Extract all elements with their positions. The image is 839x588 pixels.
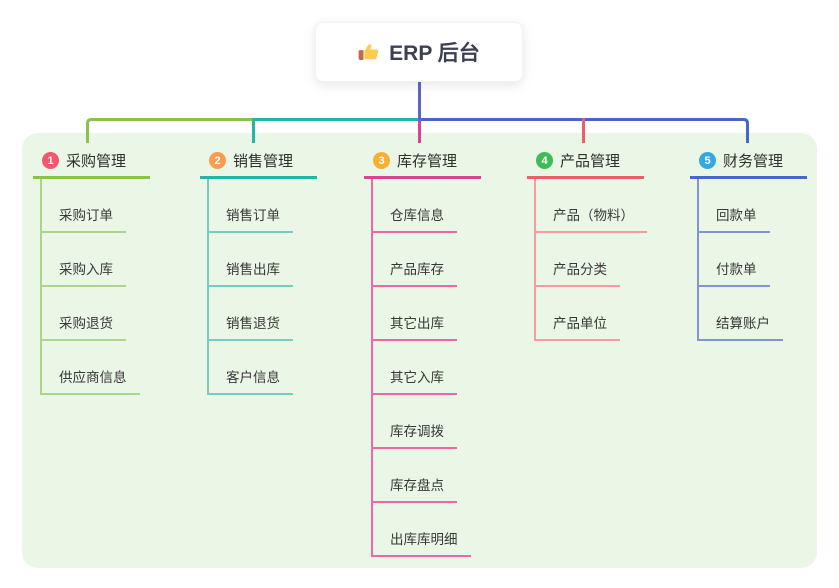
branch-header[interactable]: 1 采购管理 bbox=[33, 148, 151, 179]
child-node[interactable]: 供应商信息 bbox=[42, 341, 140, 395]
branch-2: 2 销售管理销售订单销售出库销售退货客户信息 bbox=[200, 148, 318, 395]
root-label: ERP 后台 bbox=[389, 42, 480, 65]
child-node[interactable]: 采购入库 bbox=[42, 233, 126, 287]
child-node[interactable]: 仓库信息 bbox=[373, 179, 457, 233]
child-node[interactable]: 采购订单 bbox=[42, 179, 126, 233]
branch-number-badge: 1 bbox=[42, 152, 59, 169]
branch-number-badge: 4 bbox=[536, 152, 553, 169]
child-node[interactable]: 出库库明细 bbox=[373, 503, 471, 557]
branch-number-badge: 3 bbox=[373, 152, 390, 169]
branch-1: 1 采购管理采购订单采购入库采购退货供应商信息 bbox=[33, 148, 151, 395]
branch-children: 回款单付款单结算账户 bbox=[697, 179, 783, 341]
mindmap-panel bbox=[22, 133, 817, 568]
child-node[interactable]: 客户信息 bbox=[209, 341, 293, 395]
child-node[interactable]: 产品单位 bbox=[536, 287, 620, 341]
branch-header[interactable]: 3 库存管理 bbox=[364, 148, 482, 179]
child-node[interactable]: 付款单 bbox=[699, 233, 770, 287]
child-node[interactable]: 库存盘点 bbox=[373, 449, 457, 503]
child-node[interactable]: 结算账户 bbox=[699, 287, 783, 341]
child-node[interactable]: 其它出库 bbox=[373, 287, 457, 341]
branch-header[interactable]: 2 销售管理 bbox=[200, 148, 318, 179]
branch-label: 采购管理 bbox=[66, 153, 127, 170]
branch-header[interactable]: 4 产品管理 bbox=[527, 148, 645, 179]
child-node[interactable]: 销售订单 bbox=[209, 179, 293, 233]
branch-children: 采购订单采购入库采购退货供应商信息 bbox=[40, 179, 140, 395]
child-node[interactable]: 产品（物料） bbox=[536, 179, 647, 233]
child-node[interactable]: 销售出库 bbox=[209, 233, 293, 287]
branch-label: 产品管理 bbox=[560, 153, 621, 170]
branch-4: 4 产品管理产品（物料）产品分类产品单位 bbox=[527, 148, 647, 341]
branch-children: 产品（物料）产品分类产品单位 bbox=[534, 179, 647, 341]
root-node[interactable]: ERP 后台 bbox=[315, 22, 523, 82]
branch-label: 销售管理 bbox=[233, 153, 294, 170]
child-node[interactable]: 采购退货 bbox=[42, 287, 126, 341]
branch-children: 仓库信息产品库存其它出库其它入库库存调拨库存盘点出库库明细 bbox=[371, 179, 471, 557]
child-node[interactable]: 产品库存 bbox=[373, 233, 457, 287]
branch-label: 库存管理 bbox=[397, 153, 458, 170]
branch-number-badge: 2 bbox=[209, 152, 226, 169]
child-node[interactable]: 销售退货 bbox=[209, 287, 293, 341]
thumbs-up-icon bbox=[358, 41, 380, 63]
child-node[interactable]: 产品分类 bbox=[536, 233, 620, 287]
branch-header[interactable]: 5 财务管理 bbox=[690, 148, 808, 179]
branch-3: 3 库存管理仓库信息产品库存其它出库其它入库库存调拨库存盘点出库库明细 bbox=[364, 148, 482, 557]
child-node[interactable]: 其它入库 bbox=[373, 341, 457, 395]
child-node[interactable]: 回款单 bbox=[699, 179, 770, 233]
branch-children: 销售订单销售出库销售退货客户信息 bbox=[207, 179, 293, 395]
child-node[interactable]: 库存调拨 bbox=[373, 395, 457, 449]
branch-label: 财务管理 bbox=[723, 153, 784, 170]
branch-number-badge: 5 bbox=[699, 152, 716, 169]
branch-5: 5 财务管理回款单付款单结算账户 bbox=[690, 148, 808, 341]
